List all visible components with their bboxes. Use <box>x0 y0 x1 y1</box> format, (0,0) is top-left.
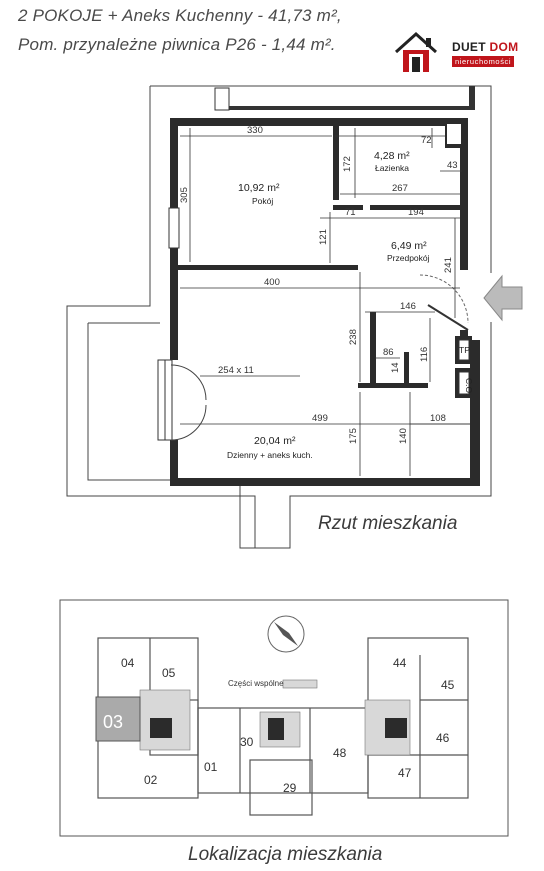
dim-72: 72 <box>421 135 432 146</box>
dim-194: 194 <box>408 207 424 218</box>
unit-03: 03 <box>103 712 123 732</box>
tp-label: TP <box>459 345 470 355</box>
entry-arrow-icon <box>483 274 523 322</box>
unit-47: 47 <box>398 766 412 780</box>
unit-05: 05 <box>162 666 176 680</box>
dim-267: 267 <box>392 183 408 194</box>
dim-116: 116 <box>419 347 430 362</box>
unit-48: 48 <box>333 746 347 760</box>
location-caption: Lokalizacja mieszkania <box>188 844 383 865</box>
highlight-unit-03 <box>95 696 141 742</box>
room-przedpokoj-area: 6,49 m² <box>391 240 427 252</box>
room-pokoj-area: 10,92 m² <box>238 182 280 194</box>
dim-238: 238 <box>348 329 359 345</box>
unit-46: 46 <box>436 731 450 745</box>
room-lazienka-area: 4,28 m² <box>374 150 410 162</box>
dim-71: 71 <box>345 207 356 218</box>
room-dzienny-area: 20,04 m² <box>254 435 296 447</box>
unit-29: 29 <box>283 781 297 795</box>
dim-146: 146 <box>400 301 416 312</box>
walls <box>170 118 480 486</box>
unit-04: 04 <box>121 656 135 670</box>
unit-44: 44 <box>393 656 407 670</box>
dim-499: 499 <box>312 413 328 424</box>
unit-45: 45 <box>441 678 455 692</box>
dim-86: 86 <box>383 347 394 358</box>
dim-330: 330 <box>247 125 263 136</box>
brand-subtitle: nieruchomości <box>452 56 515 67</box>
dim-175: 175 <box>348 428 359 444</box>
plan-caption: Rzut mieszkania <box>318 513 458 534</box>
room-przedpokoj-name: Przedpokój <box>387 253 430 263</box>
co-label: C.O. <box>464 378 474 395</box>
listing-title: 2 POKOJE + Aneks Kuchenny - 41,73 m², <box>18 6 342 25</box>
dim-121: 121 <box>318 229 329 245</box>
dim-305: 305 <box>179 187 190 203</box>
dim-43: 43 <box>447 160 458 171</box>
unit-01: 01 <box>204 760 218 774</box>
dim-400: 400 <box>264 277 280 288</box>
room-dzienny-name: Dzienny + aneks kuch. <box>227 450 313 460</box>
dim-140: 140 <box>398 428 409 444</box>
house-logo-icon <box>394 31 438 72</box>
compass-icon <box>267 615 305 653</box>
room-pokoj-name: Pokój <box>252 196 273 206</box>
legend-common-areas: Części wspólne <box>228 679 284 688</box>
dim-108: 108 <box>430 413 446 424</box>
room-lazienka-name: Łazienka <box>375 163 409 173</box>
dim-172: 172 <box>342 156 353 172</box>
dim-254x11: 254 x 11 <box>218 365 254 376</box>
listing-subtitle: Pom. przynależne piwnica P26 - 1,44 m². <box>18 35 336 54</box>
dim-241: 241 <box>443 257 454 273</box>
dim-14: 14 <box>390 362 401 373</box>
floor-plan: 330 72 172 43 305 267 71 194 121 241 400… <box>66 85 523 549</box>
unit-02: 02 <box>144 773 158 787</box>
unit-30: 30 <box>240 735 254 749</box>
brand-name: DUET DOM <box>452 40 519 54</box>
